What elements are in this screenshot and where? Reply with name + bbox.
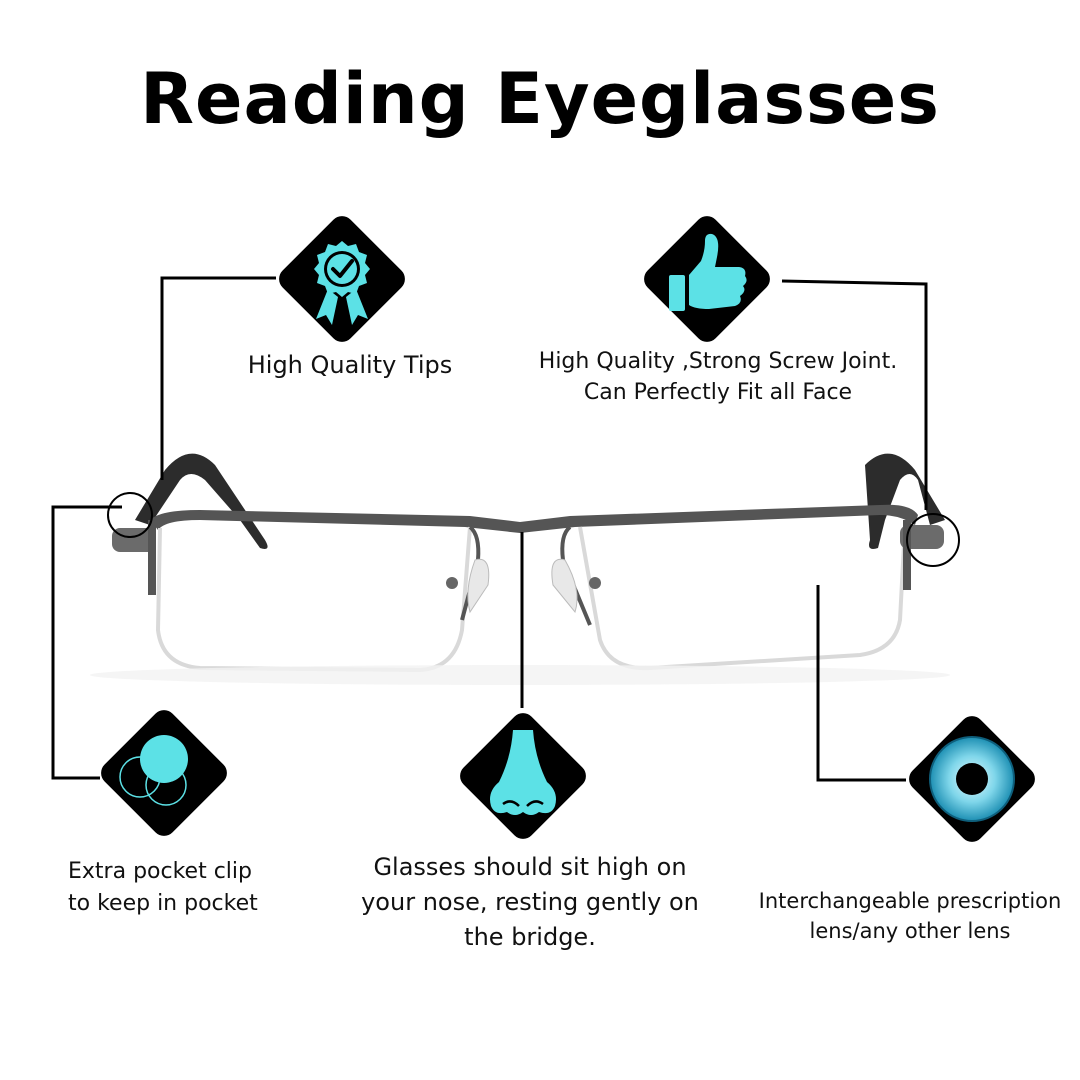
tips-caption-text: High Quality Tips bbox=[247, 351, 453, 379]
nose-caption: Glasses should sit high on your nose, re… bbox=[340, 850, 720, 954]
tips-caption: High Quality Tips bbox=[200, 350, 500, 381]
nose-caption-line3: the bridge. bbox=[464, 922, 596, 951]
clip-caption: Extra pocket clip to keep in pocket bbox=[40, 856, 328, 920]
screw-caption-line1: High Quality ,Strong Screw Joint. bbox=[538, 349, 898, 374]
eye-iris-icon bbox=[929, 736, 1015, 822]
award-ribbon-check-icon bbox=[314, 241, 370, 325]
lens-caption-line2: lens/any other lens bbox=[809, 919, 1011, 944]
lens-caption-line1: Interchangeable prescription bbox=[758, 889, 1062, 913]
screw-caption: High Quality ,Strong Screw Joint. Can Pe… bbox=[508, 346, 928, 408]
page-title: Reading Eyeglasses bbox=[140, 58, 940, 140]
thumbs-up-icon bbox=[669, 233, 747, 311]
nose-badge bbox=[455, 708, 591, 844]
screw-badge bbox=[639, 211, 775, 347]
nose-caption-line2: your nose, resting gently on bbox=[361, 887, 699, 916]
tips-badge bbox=[274, 211, 410, 347]
clip-caption-line1: Extra pocket clip bbox=[68, 859, 252, 884]
screw-caption-line2: Can Perfectly Fit all Face bbox=[583, 380, 853, 406]
clip-caption-line2: to keep in pocket bbox=[68, 890, 258, 916]
nose-icon bbox=[490, 730, 556, 815]
overlapping-circles-icon bbox=[119, 735, 188, 806]
nose-caption-line1: Glasses should sit high on bbox=[373, 853, 687, 881]
lens-caption: Interchangeable prescription lens/any ot… bbox=[745, 886, 1075, 947]
lens-badge bbox=[904, 711, 1040, 847]
clip-badge bbox=[96, 705, 232, 841]
